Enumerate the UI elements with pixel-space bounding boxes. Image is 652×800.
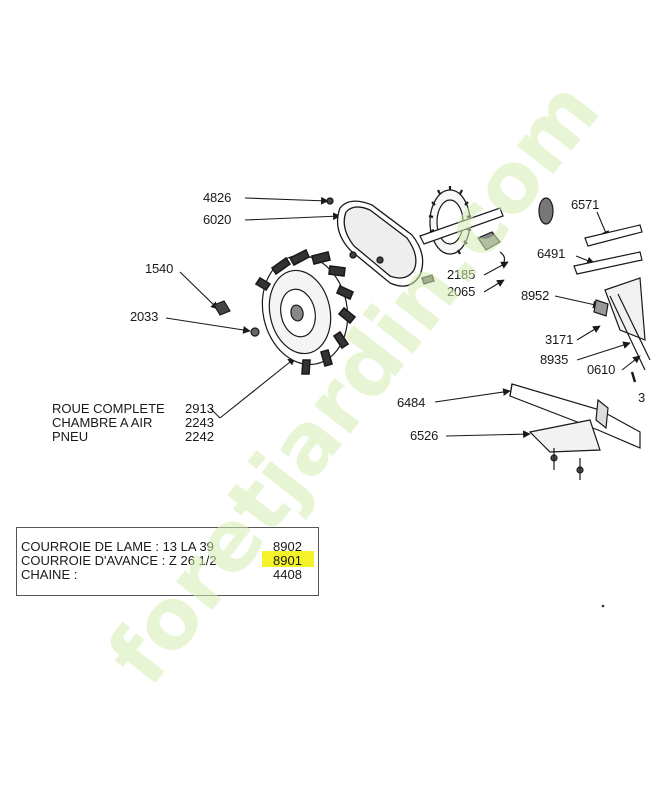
callout-6571: 6571 (571, 197, 600, 212)
leader-4826 (244, 196, 329, 205)
callout-2065: 2065 (447, 284, 476, 299)
callout-6526: 6526 (410, 428, 439, 443)
callout-4826: 4826 (203, 190, 232, 205)
leader-1540 (179, 271, 219, 310)
leader-6020 (244, 212, 341, 221)
legend-code: 8901 (273, 553, 302, 568)
wheel-assembly (213, 248, 357, 375)
leader-2065 (483, 279, 505, 293)
wheel-spec-label-2: PNEU (52, 429, 89, 444)
callout-6491: 6491 (537, 246, 566, 261)
legend-label: CHAINE : (21, 567, 78, 582)
wheel-spec-code-2: 2242 (185, 429, 214, 444)
callout-3171: 3171 (545, 332, 574, 347)
leader-8952 (554, 295, 601, 309)
leader-3171 (576, 325, 601, 341)
callout-1540: 1540 (145, 261, 174, 276)
legend-row: COURROIE DE LAME : 13 LA 39 8902 (21, 540, 316, 554)
wheel-spec-label-1: CHAMBRE A AIR (52, 415, 153, 430)
wheel-spec-code-0: 2913 (185, 401, 214, 416)
callout-8935: 8935 (540, 352, 569, 367)
leader-wheel (219, 357, 296, 419)
callout-2185: 2185 (447, 267, 476, 282)
leader-6526 (445, 430, 531, 439)
leader-2033 (165, 317, 251, 334)
legend-label: COURROIE D'AVANCE : Z 26 1/2 (21, 553, 217, 568)
callout-2033: 2033 (130, 309, 159, 324)
speck (601, 604, 605, 608)
callout-6020: 6020 (203, 212, 232, 227)
leader-2185 (483, 261, 509, 276)
legend-label: COURROIE DE LAME : 13 LA 39 (21, 539, 214, 554)
sprocket-shaft (419, 186, 506, 263)
callout-6484: 6484 (397, 395, 426, 410)
leader-6484 (434, 388, 511, 403)
wheel-spec-bracket (209, 407, 221, 419)
wheel-spec-code-1: 2243 (185, 415, 214, 430)
legend-code: 4408 (273, 567, 302, 582)
callout-3: 3 (638, 390, 646, 405)
legend-code: 8902 (273, 539, 302, 554)
legend-row: COURROIE D'AVANCE : Z 26 1/2 8901 (21, 554, 316, 568)
leader-0610 (621, 355, 641, 371)
belt-chain-legend: COURROIE DE LAME : 13 LA 39 8902 COURROI… (16, 527, 319, 596)
callout-0610: 0610 (587, 362, 616, 377)
code-highlight (262, 551, 314, 567)
callout-8952: 8952 (521, 288, 550, 303)
legend-row: CHAINE : 4408 (21, 568, 316, 582)
frame-parts (538, 197, 651, 383)
chain-case (326, 197, 435, 287)
lower-arm (509, 383, 641, 480)
leader-8935 (576, 341, 631, 361)
wheel-spec-label-0: ROUE COMPLETE (52, 401, 165, 416)
